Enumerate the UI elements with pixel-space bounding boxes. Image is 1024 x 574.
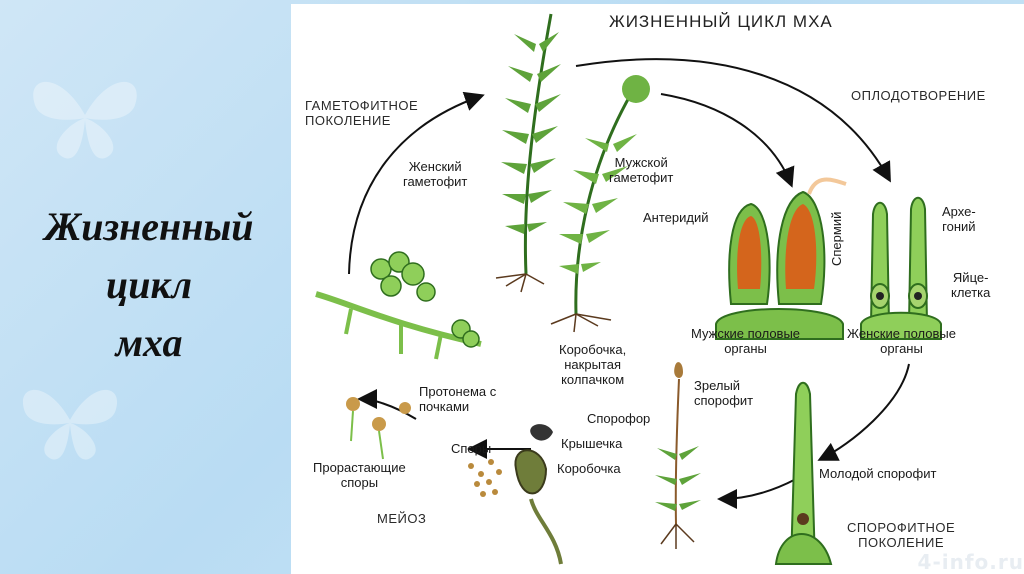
slide-title-line: мха [115, 320, 183, 365]
label-line: органы [880, 341, 923, 356]
archegonium-label: Архе- гоний [942, 204, 976, 234]
young-sporophyte-illustration [774, 381, 833, 565]
label-line: спорофит [694, 393, 754, 408]
slide-title-line: цикл [105, 262, 193, 307]
sperm-label: Спермий [829, 211, 844, 266]
sporophore-label: Спорофор [587, 411, 651, 426]
protonema-illustration [315, 251, 482, 360]
label-line: Женский [408, 159, 462, 174]
female-gametophyte-plant [523, 13, 553, 275]
butterfly-decoration-icon [33, 81, 137, 159]
male-gametophyte-label: Мужской гаметофит [609, 155, 673, 185]
slide-title-line: Жизненный [44, 204, 254, 249]
mature-sporophyte-label: Зрелый спорофит [694, 378, 753, 408]
lid-label: Крышечка [561, 436, 623, 451]
female-gametophyte-leaves [501, 32, 561, 234]
spores-label: Споры [451, 441, 492, 456]
diagram-heading: ЖИЗНЕННЫЙ ЦИКЛ МХА [609, 12, 833, 31]
label-line: Зрелый [694, 378, 741, 393]
egg-cell-label: Яйце- клетка [951, 270, 990, 300]
slide-title: Жизненный цикл мха [18, 198, 280, 372]
label-line: Яйце- [952, 270, 989, 285]
label-line: почками [419, 399, 470, 414]
site-watermark: 4-info.ru [917, 550, 1024, 574]
label-line: Архе- [942, 204, 976, 219]
female-gametophyte-label: Женский гаметофит [403, 159, 467, 189]
label-line: ГАМЕТОФИТНОЕ [305, 98, 419, 113]
label-line: органы [724, 341, 767, 356]
gametophyte-generation-label: ГАМЕТОФИТНОЕ ПОКОЛЕНИЕ [305, 98, 418, 128]
cycle-arrow [357, 389, 417, 420]
capsule-with-cap-label: Коробочка, накрытая колпачком [559, 342, 626, 387]
male-gametophyte-leaves [559, 75, 650, 274]
diagram-illustration [315, 13, 942, 565]
cycle-arrow [817, 363, 910, 461]
germinating-spores-label: Прорастающие споры [313, 460, 406, 490]
label-line: СПОРОФИТНОЕ [847, 520, 956, 535]
butterfly-decoration-icon [22, 389, 118, 460]
mature-sporophyte-illustration [655, 362, 701, 549]
cycle-arrow [348, 91, 485, 275]
label-line: Мужской [614, 155, 668, 170]
label-line: Прорастающие [313, 460, 406, 475]
label-line: Протонема с [419, 384, 497, 399]
germinating-spores-illustration [346, 397, 411, 460]
label-line: колпачком [561, 372, 625, 387]
label-line: гоний [942, 219, 976, 234]
label-line: ПОКОЛЕНИЕ [305, 113, 391, 128]
capsule-illustration [514, 424, 563, 565]
meiosis-label: МЕЙОЗ [377, 511, 427, 526]
protonema-label: Протонема с почками [419, 384, 496, 414]
fertilization-label: ОПЛОДОТВОРЕНИЕ [851, 88, 986, 103]
cycle-arrow [717, 478, 797, 509]
label-line: Женские половые [847, 326, 956, 341]
male-organs-label: Мужские половые органы [691, 326, 800, 356]
archegonia-illustration [860, 196, 942, 340]
capsule-label: Коробочка [557, 461, 621, 476]
label-line: Мужские половые [691, 326, 801, 341]
spores-illustration [468, 459, 502, 497]
label-line: клетка [951, 285, 991, 300]
moss-life-cycle-diagram: ЖИЗНЕННЫЙ ЦИКЛ МХА ГАМЕТОФИТНОЕ ПОКОЛЕНИ… [291, 4, 1024, 574]
young-sporophyte-label: Молодой спорофит [819, 466, 937, 481]
female-gametophyte-rhizoids [495, 273, 545, 293]
male-gametophyte-rhizoids [550, 313, 612, 333]
label-line: гаметофит [609, 170, 674, 185]
antheridium-label: Антеридий [643, 210, 709, 225]
antheridia-illustration [715, 177, 847, 340]
label-line: Коробочка, [559, 342, 627, 357]
label-line: споры [340, 475, 379, 490]
female-organs-label: Женские половые органы [847, 326, 956, 356]
label-line: ПОКОЛЕНИЕ [858, 535, 945, 550]
cycle-arrow [660, 93, 795, 188]
cycle-arrow [575, 58, 891, 183]
label-line: гаметофит [403, 174, 468, 189]
label-line: накрытая [564, 357, 621, 372]
sporophyte-generation-label: СПОРОФИТНОЕ ПОКОЛЕНИЕ [847, 520, 955, 550]
